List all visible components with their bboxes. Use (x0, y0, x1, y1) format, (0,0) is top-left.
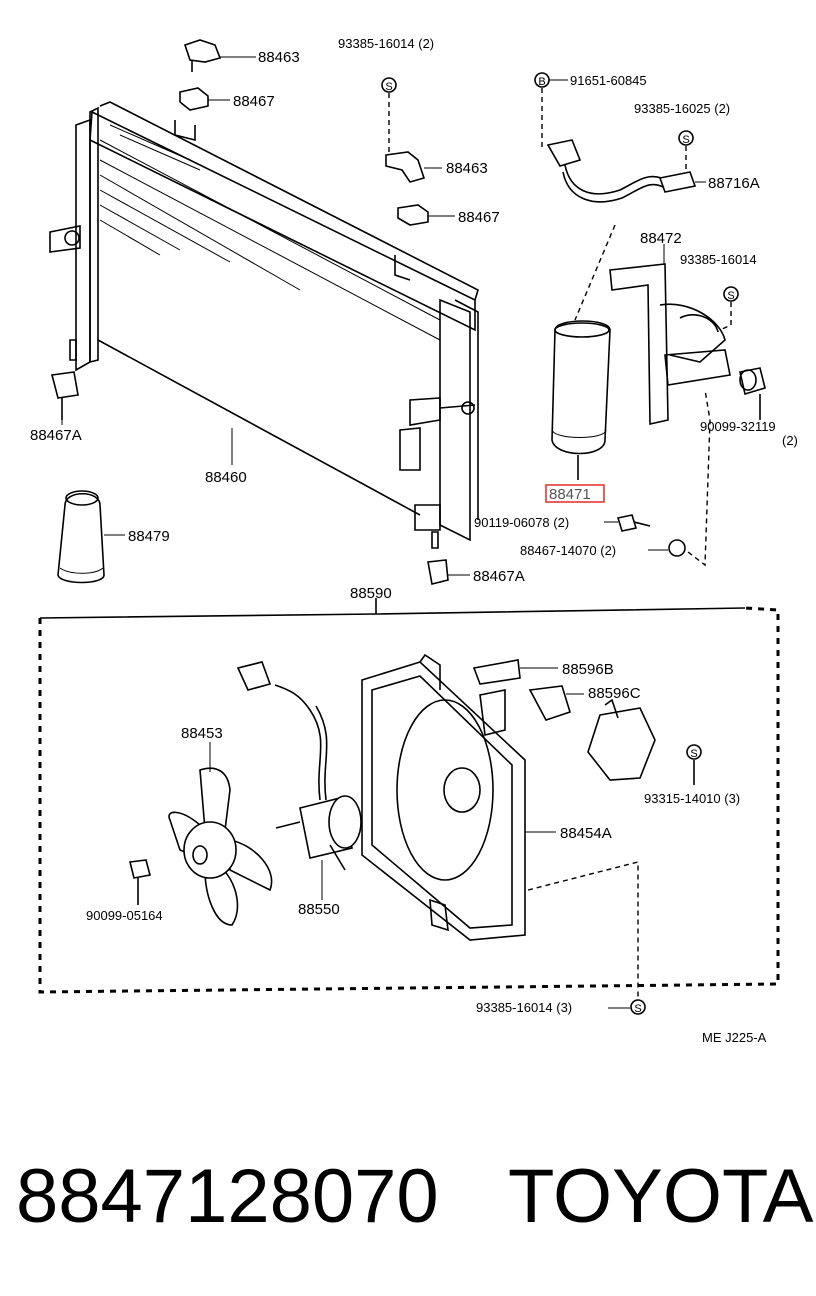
label-88454A: 88454A (560, 825, 612, 842)
pad-88596C (528, 685, 571, 721)
bracket-88472 (609, 263, 766, 425)
label-88467-14070: 88467-14070 (2) (520, 543, 616, 558)
symbol-marks: S B S S S S (385, 76, 734, 1015)
label-88716A: 88716A (708, 175, 760, 192)
label-88596C: 88596C (588, 685, 641, 702)
footer: 8847128070 TOYOTA (16, 1154, 814, 1239)
pipe-88716A (534, 72, 697, 203)
screw-93385-16014-2 (381, 77, 397, 155)
label-90099-32119-qty: (2) (782, 433, 798, 448)
cushion-88467-top (179, 87, 209, 111)
resistor-block (587, 698, 702, 785)
label-88472: 88472 (640, 230, 682, 247)
s-mark: S (690, 748, 697, 760)
leader-lines (61, 56, 706, 1009)
bolt-90119-06078 (616, 514, 651, 532)
fan-motor-88550 (236, 661, 362, 871)
b-mark: B (538, 76, 545, 88)
label-93315-14010: 93315-14010 (3) (644, 791, 740, 806)
s-mark: S (727, 290, 734, 302)
nut-90099-05164 (129, 859, 151, 905)
s-mark: S (682, 134, 689, 146)
label-88467-top: 88467 (233, 93, 275, 110)
cap-88479 (57, 490, 105, 584)
pad-88596B (472, 659, 521, 685)
highlight-box-88471 (545, 484, 605, 503)
label-93385-16025-2: 93385-16025 (2) (634, 101, 730, 116)
label-88479: 88479 (128, 528, 170, 545)
label-88460: 88460 (205, 469, 247, 486)
label-88550: 88550 (298, 901, 340, 918)
label-88467-mid: 88467 (458, 209, 500, 226)
reference-code: ME J225-A (702, 1030, 767, 1045)
clamp-88463-top (183, 39, 222, 72)
grommet-88467A-bottom (427, 559, 449, 585)
cushion-88467-mid (397, 204, 429, 226)
label-90119-06078: 90119-06078 (2) (474, 515, 569, 530)
fan-blade-88453 (168, 767, 273, 926)
s-mark: S (634, 1003, 641, 1015)
label-88453: 88453 (181, 725, 223, 742)
receiver-88471 (551, 224, 616, 480)
screw-93385-16014-3 (527, 861, 646, 1015)
label-93385-16014-right: 93385-16014 (680, 252, 757, 267)
shroud-88454A (361, 653, 526, 941)
footer-brand: TOYOTA (508, 1154, 814, 1239)
label-90099-32119: 90099-32119 (700, 419, 776, 434)
label-93385-16014-2: 93385-16014 (2) (338, 36, 434, 51)
condenser-88460 (49, 101, 479, 549)
label-90099-05164: 90099-05164 (86, 908, 163, 923)
label-93385-16014-3: 93385-16014 (3) (476, 1000, 572, 1015)
label-88596B: 88596B (562, 661, 614, 678)
label-88467A-left: 88467A (30, 427, 82, 444)
label-88467A-bottom: 88467A (473, 568, 525, 585)
part-labels: 88463 88467 93385-16014 (2) 88463 88467 … (30, 36, 798, 1045)
footer-part-number: 8847128070 (16, 1154, 439, 1239)
label-88463-top: 88463 (258, 49, 300, 66)
fan-assembly-88590 (38, 598, 780, 994)
label-88463-mid: 88463 (446, 160, 488, 177)
label-88471-highlighted: 88471 (549, 486, 591, 503)
label-88590: 88590 (350, 585, 392, 602)
label-91651-60845: 91651-60845 (570, 73, 647, 88)
cushion-88467-14070 (668, 389, 711, 567)
s-mark: S (385, 81, 392, 93)
grommet-88467A-left (50, 371, 79, 420)
clamp-88463-mid (385, 151, 426, 183)
